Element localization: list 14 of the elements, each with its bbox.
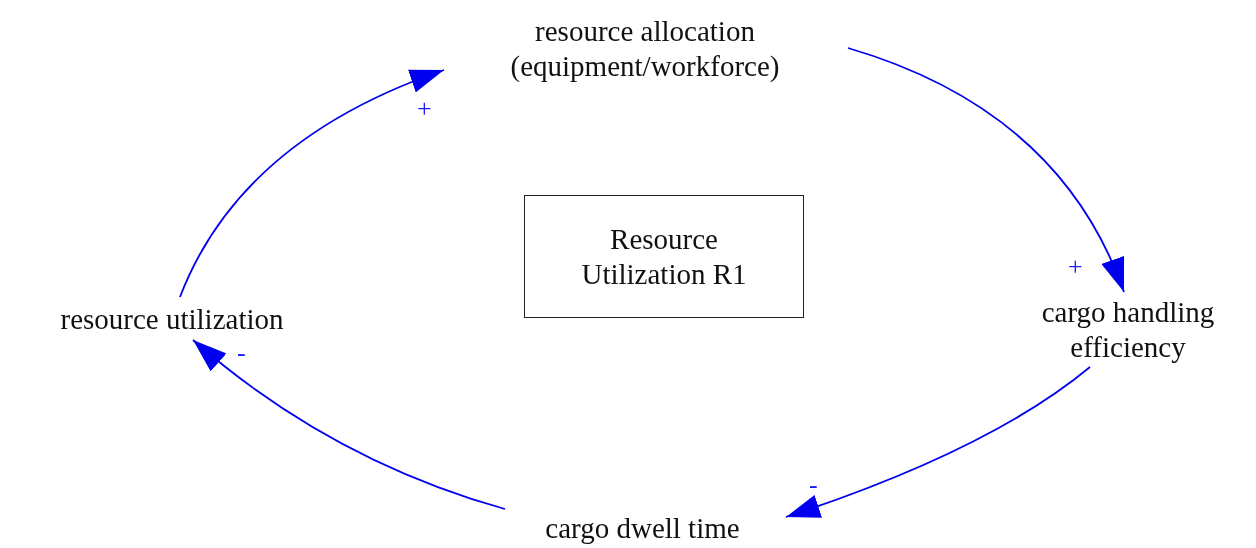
arrow [192, 339, 506, 510]
arrow [847, 47, 1125, 293]
variable-label: resource allocation (equipment/workforce) [509, 14, 781, 84]
loop-name: Resource Utilization R1 [580, 221, 748, 292]
arrow [785, 366, 1091, 518]
loop-box [524, 195, 804, 318]
variable-label: cargo dwell time [545, 510, 740, 546]
polarity-sign: + [417, 96, 432, 122]
variable-label: cargo handling efficiency [1040, 295, 1216, 365]
arrow [179, 69, 445, 298]
variable-label: resource utilization [60, 301, 284, 337]
polarity-sign: - [237, 340, 246, 366]
polarity-sign: - [809, 472, 818, 498]
polarity-sign: + [1068, 254, 1083, 280]
